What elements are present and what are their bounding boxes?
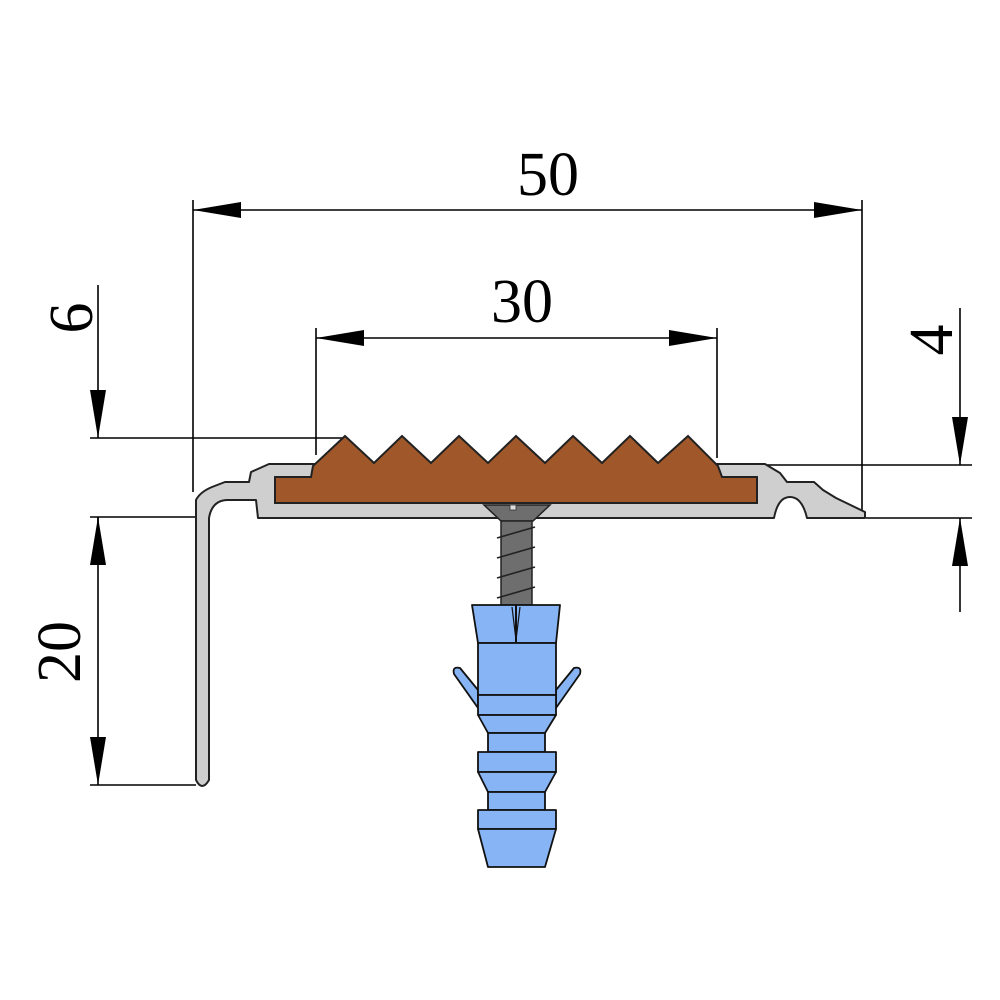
wall-plug-dowel <box>452 604 582 868</box>
dimension-label-30: 30 <box>491 268 553 336</box>
dimension-insert-height: 6 <box>38 285 106 530</box>
screw-head <box>482 504 552 522</box>
dimension-label-20: 20 <box>26 621 94 683</box>
extension-lines <box>90 200 972 786</box>
dimension-label-4: 4 <box>898 325 966 356</box>
rubber-insert <box>274 434 758 504</box>
dowel-right-wing <box>555 666 582 709</box>
dimension-profile-thickness: 4 <box>898 308 968 612</box>
dimension-label-6: 6 <box>38 303 106 334</box>
dimension-overall-width: 50 <box>193 141 862 218</box>
aluminum-profile <box>195 463 866 787</box>
dimension-label-50: 50 <box>517 141 579 209</box>
dimension-insert-width: 30 <box>316 268 717 346</box>
dimension-leg-height: 20 <box>26 517 106 785</box>
screw <box>482 504 552 606</box>
dowel-left-wing <box>452 666 479 709</box>
